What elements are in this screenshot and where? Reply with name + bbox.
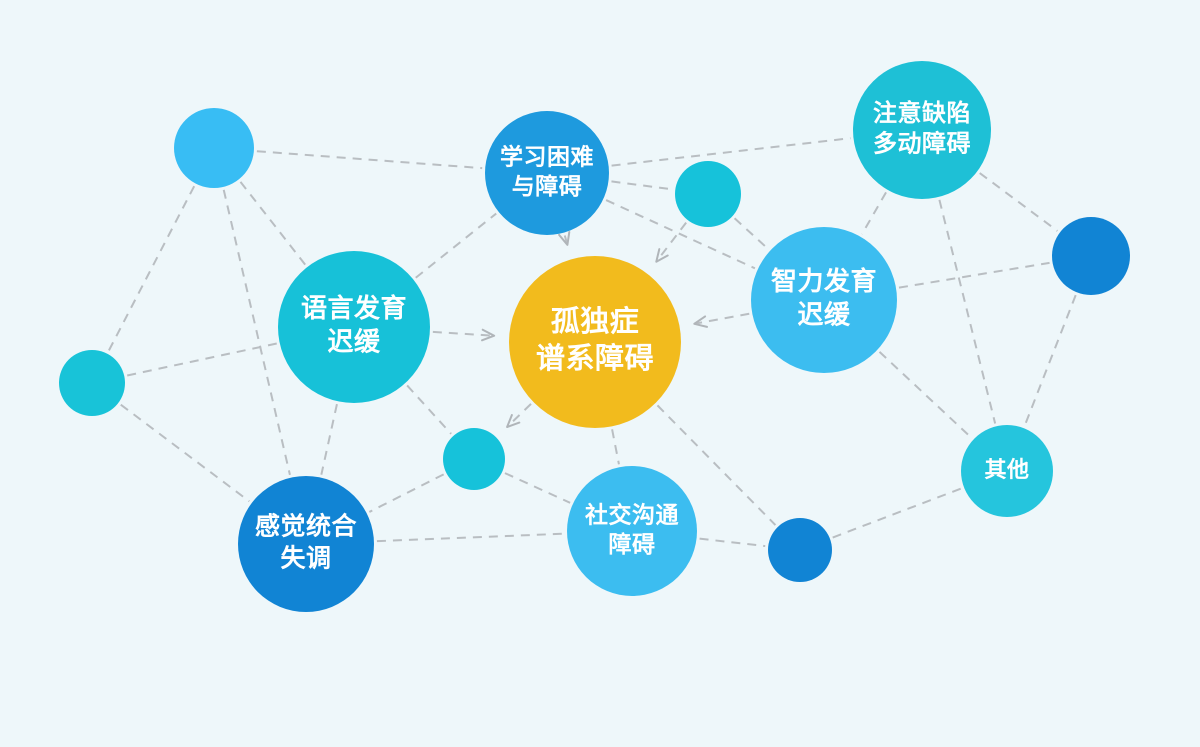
arrow-head-icon — [558, 231, 571, 246]
node-label-adhd-line-0: 注意缺陷 — [873, 99, 971, 127]
node-circle-adhd[interactable] — [853, 61, 991, 199]
node-label-learning-line-0: 学习困难 — [500, 143, 594, 169]
arrow-head-icon — [506, 414, 521, 428]
edge-dot-topleft-to-language — [239, 181, 307, 266]
node-label-learning-line-1: 与障碍 — [512, 173, 583, 199]
node-circle-dot-right[interactable] — [1052, 217, 1130, 295]
node-circle-asd[interactable] — [509, 256, 681, 428]
edge-dot-topleft-to-learning — [256, 150, 483, 170]
edge-dot-left-to-language — [126, 342, 277, 377]
edge-dot-left-to-sensory — [120, 403, 250, 503]
node-circle-other[interactable] — [961, 425, 1053, 517]
node-dot-center-low[interactable] — [443, 428, 505, 490]
edge-language-to-sensory — [320, 403, 338, 475]
edge-asd-to-dot-bottom — [656, 404, 777, 526]
arrow-head-icon — [693, 315, 708, 328]
node-label-language-line-1: 迟缓 — [327, 327, 381, 357]
edge-adhd-to-other — [938, 199, 997, 424]
node-dot-bottom[interactable] — [768, 518, 832, 582]
node-circle-dot-topleft[interactable] — [174, 108, 254, 188]
node-circle-dot-left[interactable] — [59, 350, 125, 416]
node-dot-upper-mid[interactable] — [675, 161, 741, 227]
node-circle-dot-center-low[interactable] — [443, 428, 505, 490]
edge-dot-topleft-to-sensory — [222, 189, 291, 476]
node-circle-dot-upper-mid[interactable] — [675, 161, 741, 227]
edge-adhd-to-dot-right — [979, 172, 1058, 232]
node-label-language-line-0: 语言发育 — [301, 293, 407, 323]
node-label-adhd-line-1: 多动障碍 — [873, 130, 971, 158]
node-circle-sensory[interactable] — [238, 476, 374, 612]
node-circle-social[interactable] — [567, 466, 697, 596]
nodes-layer: 孤独症谱系障碍学习困难与障碍语言发育迟缓感觉统合失调社交沟通障碍智力发育迟缓注意… — [59, 61, 1130, 612]
edge-intellect-to-dot-right — [898, 261, 1050, 289]
edge-dot-bottom-to-other — [832, 487, 962, 539]
edge-intellect-to-other — [878, 351, 972, 439]
node-other[interactable]: 其他 — [961, 425, 1053, 517]
edge-learning-to-asd — [558, 231, 571, 246]
arrow-head-icon — [655, 248, 669, 263]
edge-social-to-dot-bottom — [699, 537, 766, 548]
node-label-asd-line-0: 孤独症 — [551, 305, 640, 338]
node-dot-topleft[interactable] — [174, 108, 254, 188]
edge-learning-to-adhd — [611, 137, 851, 167]
edge-language-to-dot-center-low — [406, 384, 452, 435]
edge-intellect-to-asd — [693, 312, 750, 328]
node-circle-language[interactable] — [278, 251, 430, 403]
edge-dot-upper-mid-to-intellect — [733, 217, 769, 250]
edge-language-to-asd — [432, 328, 496, 342]
edge-learning-to-intellect — [605, 199, 756, 270]
edge-asd-to-social — [611, 429, 620, 465]
edge-sensory-to-social — [376, 532, 565, 543]
edge-adhd-to-intellect — [861, 191, 887, 235]
edge-language-to-learning — [415, 212, 497, 279]
node-label-sensory-line-1: 失调 — [280, 545, 331, 573]
arrow-head-icon — [481, 328, 496, 342]
node-circle-intellect[interactable] — [751, 227, 897, 373]
node-dot-left[interactable] — [59, 350, 125, 416]
edge-dot-topleft-to-dot-left — [107, 185, 196, 352]
node-label-sensory-line-0: 感觉统合 — [255, 512, 358, 541]
node-circle-learning[interactable] — [485, 111, 609, 235]
edge-dot-center-low-to-sensory — [368, 473, 445, 513]
edges-layer — [107, 137, 1077, 548]
edge-learning-to-dot-upper-mid — [611, 180, 673, 191]
edge-dot-right-to-other — [1023, 294, 1077, 426]
node-label-intellect-line-0: 智力发育 — [771, 266, 877, 296]
node-dot-right[interactable] — [1052, 217, 1130, 295]
edge-dot-upper-mid-to-asd — [655, 222, 687, 263]
node-label-intellect-line-1: 迟缓 — [797, 300, 851, 330]
edge-asd-to-dot-center-low — [506, 403, 532, 428]
node-label-other-line-0: 其他 — [984, 457, 1029, 482]
node-circle-dot-bottom[interactable] — [768, 518, 832, 582]
node-label-social-line-0: 社交沟通 — [585, 501, 679, 527]
node-label-asd-line-1: 谱系障碍 — [536, 341, 654, 375]
node-label-social-line-1: 障碍 — [609, 531, 656, 557]
edge-dot-center-low-to-social — [504, 472, 571, 504]
